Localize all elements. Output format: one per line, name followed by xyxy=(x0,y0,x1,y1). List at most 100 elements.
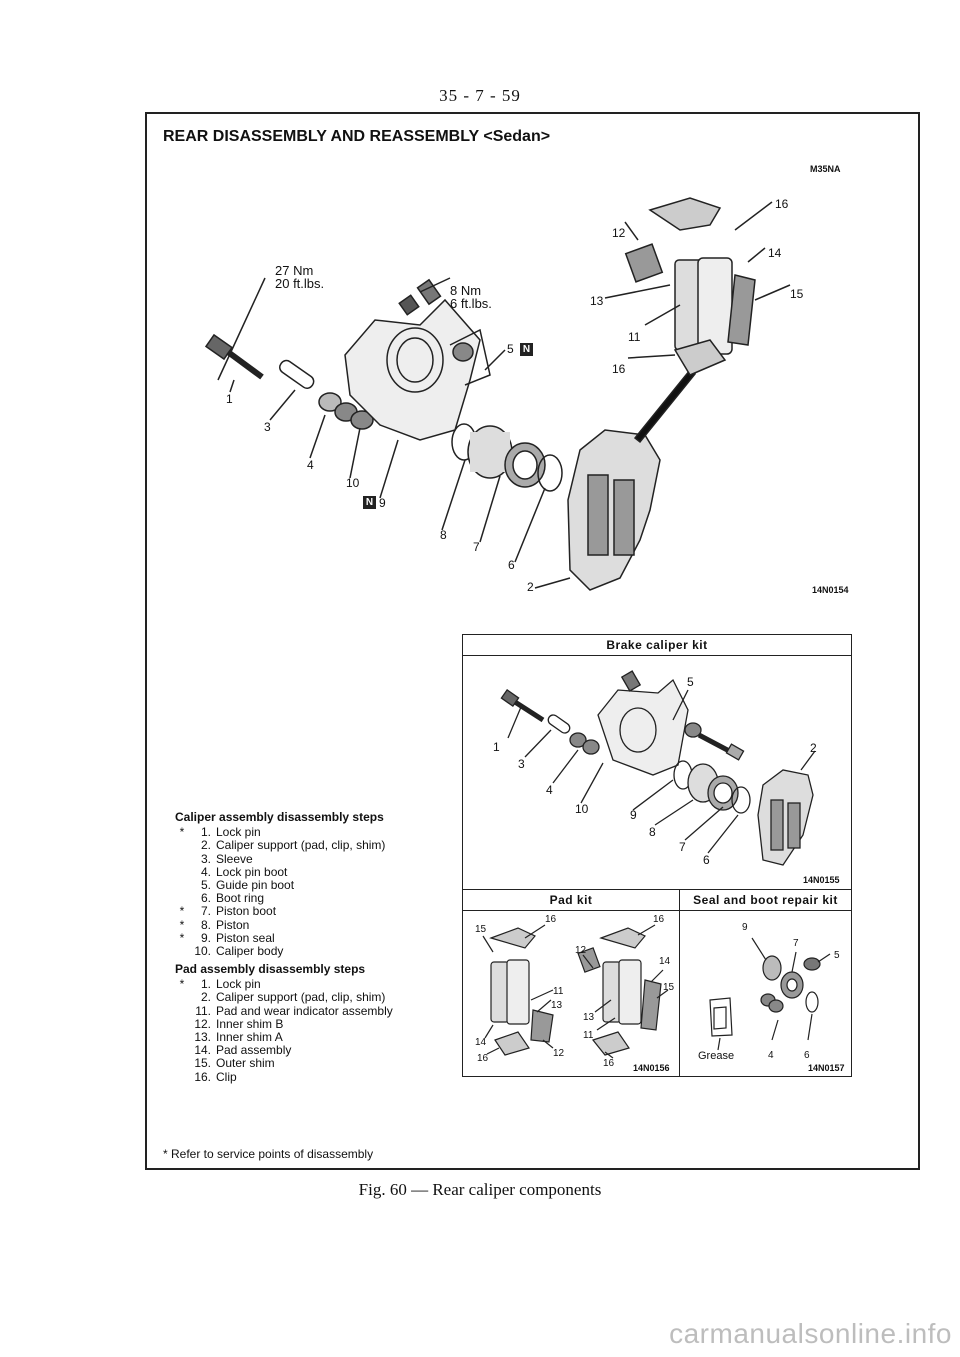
step-text: Outer shim xyxy=(216,1056,275,1071)
callout-12: 12 xyxy=(612,226,626,240)
step-row: 11.Pad and wear indicator assembly xyxy=(175,1003,445,1018)
step-text: Pad assembly xyxy=(216,1043,292,1058)
seal-kit-code: 14N0157 xyxy=(808,1063,845,1073)
kit-callout-5: 5 xyxy=(687,675,694,689)
pad-callout-11: 11 xyxy=(553,986,564,997)
step-number: 9. xyxy=(200,930,211,945)
callout-5: 5 xyxy=(507,342,514,356)
callout-2: 2 xyxy=(527,580,534,594)
step-row: 3.Sleeve xyxy=(175,851,445,866)
step-number: 8. xyxy=(200,917,211,932)
step-number: 1. xyxy=(200,825,211,840)
pad-callout-16: 16 xyxy=(545,914,557,925)
caliper-steps-heading: Caliper assembly disassembly steps xyxy=(175,810,384,824)
figure-code: 14N0154 xyxy=(812,585,849,595)
torque-spec-bleeder: 8 Nm 6 ft.lbs. xyxy=(450,284,492,310)
step-number: 1. xyxy=(200,977,211,992)
step-text: Lock pin xyxy=(216,825,261,840)
step-text: Guide pin boot xyxy=(216,878,295,893)
brake-caliper-kit-panel: Brake caliper kit xyxy=(462,634,852,889)
pad-kit-code: 14N0156 xyxy=(633,1063,670,1073)
step-row: * 1. Lock pin xyxy=(175,978,445,991)
step-text: Pad and wear indicator assembly xyxy=(216,1003,393,1018)
brake-caliper-kit-drawing xyxy=(500,670,816,866)
kit-callout-9: 9 xyxy=(630,808,637,822)
callout-15: 15 xyxy=(790,287,804,301)
step-star xyxy=(175,866,189,879)
step-row: 12. Inner shim B xyxy=(175,1016,445,1031)
n-mark: N xyxy=(363,496,376,509)
step-star xyxy=(175,853,189,866)
figure-caption: Fig. 60 — Rear caliper components xyxy=(358,1180,602,1199)
callout-6: 6 xyxy=(508,558,515,572)
step-number: 12. xyxy=(194,1016,211,1031)
pad-kit-panel: Pad kit xyxy=(462,889,680,1077)
step-number: 7. xyxy=(200,904,211,919)
pad-callout-16: 16 xyxy=(477,1053,489,1064)
kit-callout-3: 3 xyxy=(518,757,525,771)
kit-callout-2: 2 xyxy=(810,741,817,755)
pad-callout-16: 16 xyxy=(653,914,665,925)
seal-kit-title: Seal and boot repair kit xyxy=(680,890,851,911)
step-number: 6. xyxy=(200,891,211,906)
step-star: * xyxy=(179,917,185,932)
step-text: Caliper body xyxy=(216,944,284,959)
step-text: Lock pin xyxy=(216,977,261,992)
seal-callout-5: 5 xyxy=(834,950,840,961)
step-text: Inner shim A xyxy=(216,1030,283,1045)
step-star xyxy=(175,1044,189,1057)
step-row: 5. Guide pin boot xyxy=(175,878,445,893)
step-star: * xyxy=(179,977,185,992)
pad-kit-title: Pad kit xyxy=(463,890,679,911)
step-number: 2. xyxy=(200,838,211,853)
step-row: 16.Clip xyxy=(175,1069,445,1084)
step-star xyxy=(175,1071,189,1084)
watermark: carmanualsonline.info xyxy=(669,1318,952,1349)
callout-13: 13 xyxy=(590,294,604,308)
seal-kit-panel: Seal and boot repair kit 9 7 5 Grease 4 … xyxy=(679,889,852,1077)
step-row: 2. Caliper support (pad, clip, shim) xyxy=(175,991,445,1004)
step-text: Clip xyxy=(216,1069,237,1084)
step-star xyxy=(175,1018,189,1031)
step-row: *8.Piston xyxy=(175,917,445,932)
seal-callout-7: 7 xyxy=(793,938,799,949)
kit-callout-8: 8 xyxy=(649,825,656,839)
page-number: 35 - 7 - 59 xyxy=(439,86,521,105)
callout-1: 1 xyxy=(226,392,233,406)
step-star xyxy=(175,1031,189,1044)
step-text: Sleeve xyxy=(216,851,253,866)
step-text: Caliper support (pad, clip, shim) xyxy=(216,990,386,1005)
callout-3: 3 xyxy=(264,420,271,434)
step-star: * xyxy=(179,825,185,840)
pad-kit-drawing xyxy=(482,924,669,1059)
step-number: 13. xyxy=(194,1030,211,1045)
pad-callout-12: 12 xyxy=(575,945,587,956)
pad-callout-13: 13 xyxy=(583,1012,595,1023)
lock-pin-bolt xyxy=(204,333,264,380)
n-mark: N xyxy=(520,343,533,356)
step-number: 4. xyxy=(200,864,211,879)
step-text: Inner shim B xyxy=(216,1016,284,1031)
step-number: 5. xyxy=(200,878,211,893)
seal-callout-9: 9 xyxy=(742,922,748,933)
torque-value-nm: 27 Nm xyxy=(275,263,314,278)
seal-kit-drawing xyxy=(709,937,831,1051)
exploded-caliper-diagram: 27 Nm 20 ft.lbs. 8 Nm 6 ft.lbs. 1 2 3 4 … xyxy=(150,180,920,610)
step-row: *9.Piston seal xyxy=(175,930,445,945)
figure-frame xyxy=(145,112,920,1170)
kit-callout-10: 10 xyxy=(575,802,589,816)
reference-code: M35NA xyxy=(810,164,841,174)
torque-spec-lock-pin: 27 Nm 20 ft.lbs. xyxy=(275,264,324,290)
step-row: 10. Caliper body xyxy=(175,944,445,959)
step-star: * xyxy=(179,930,185,945)
pad-steps-list: * 1. Lock pin 2. Caliper support (pad, clip,… xyxy=(175,978,445,1084)
step-row: 15.Outer shim xyxy=(175,1057,445,1070)
step-star xyxy=(175,1057,189,1070)
grease-label: Grease xyxy=(698,1050,735,1062)
step-number: 10. xyxy=(194,944,211,959)
pad-callout-14: 14 xyxy=(475,1037,487,1048)
pad-callout-15: 15 xyxy=(475,924,487,935)
seal-callout-6: 6 xyxy=(804,1050,810,1061)
step-number: 2. xyxy=(200,990,211,1005)
step-star xyxy=(175,991,189,1004)
